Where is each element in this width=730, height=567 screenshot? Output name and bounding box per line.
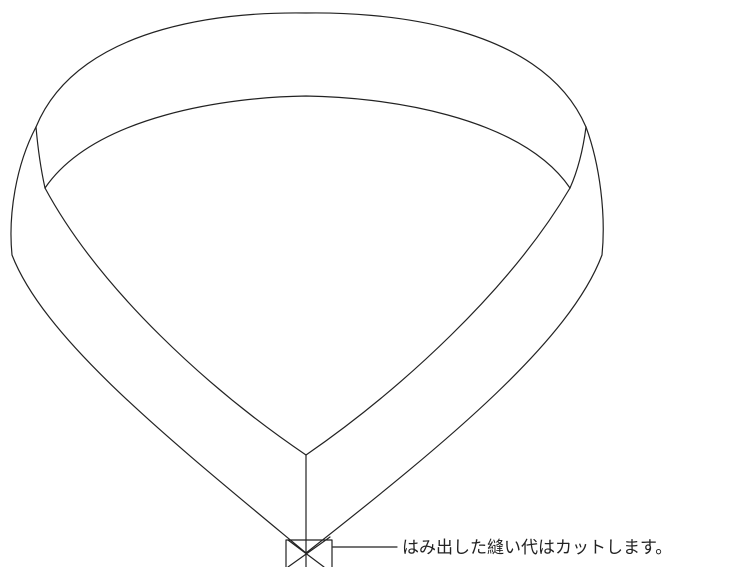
collar-outer-right-side	[305, 126, 604, 554]
collar-left-stand-line	[35, 126, 46, 189]
collar-right-stand-line	[569, 126, 587, 189]
cut-mark-line-b	[287, 539, 325, 567]
annotation-label: はみ出した縫い代はカットします。	[402, 538, 672, 558]
collar-inner-right-edge	[305, 187, 571, 456]
collar-inner-left-edge	[44, 187, 307, 456]
collar-outer-left-side	[10, 126, 307, 554]
seam-allowance-box	[285, 539, 333, 567]
cut-mark-line-a	[287, 536, 331, 567]
collar-inner-top-edge	[44, 95, 571, 189]
collar-outer-top-edge	[35, 12, 587, 128]
